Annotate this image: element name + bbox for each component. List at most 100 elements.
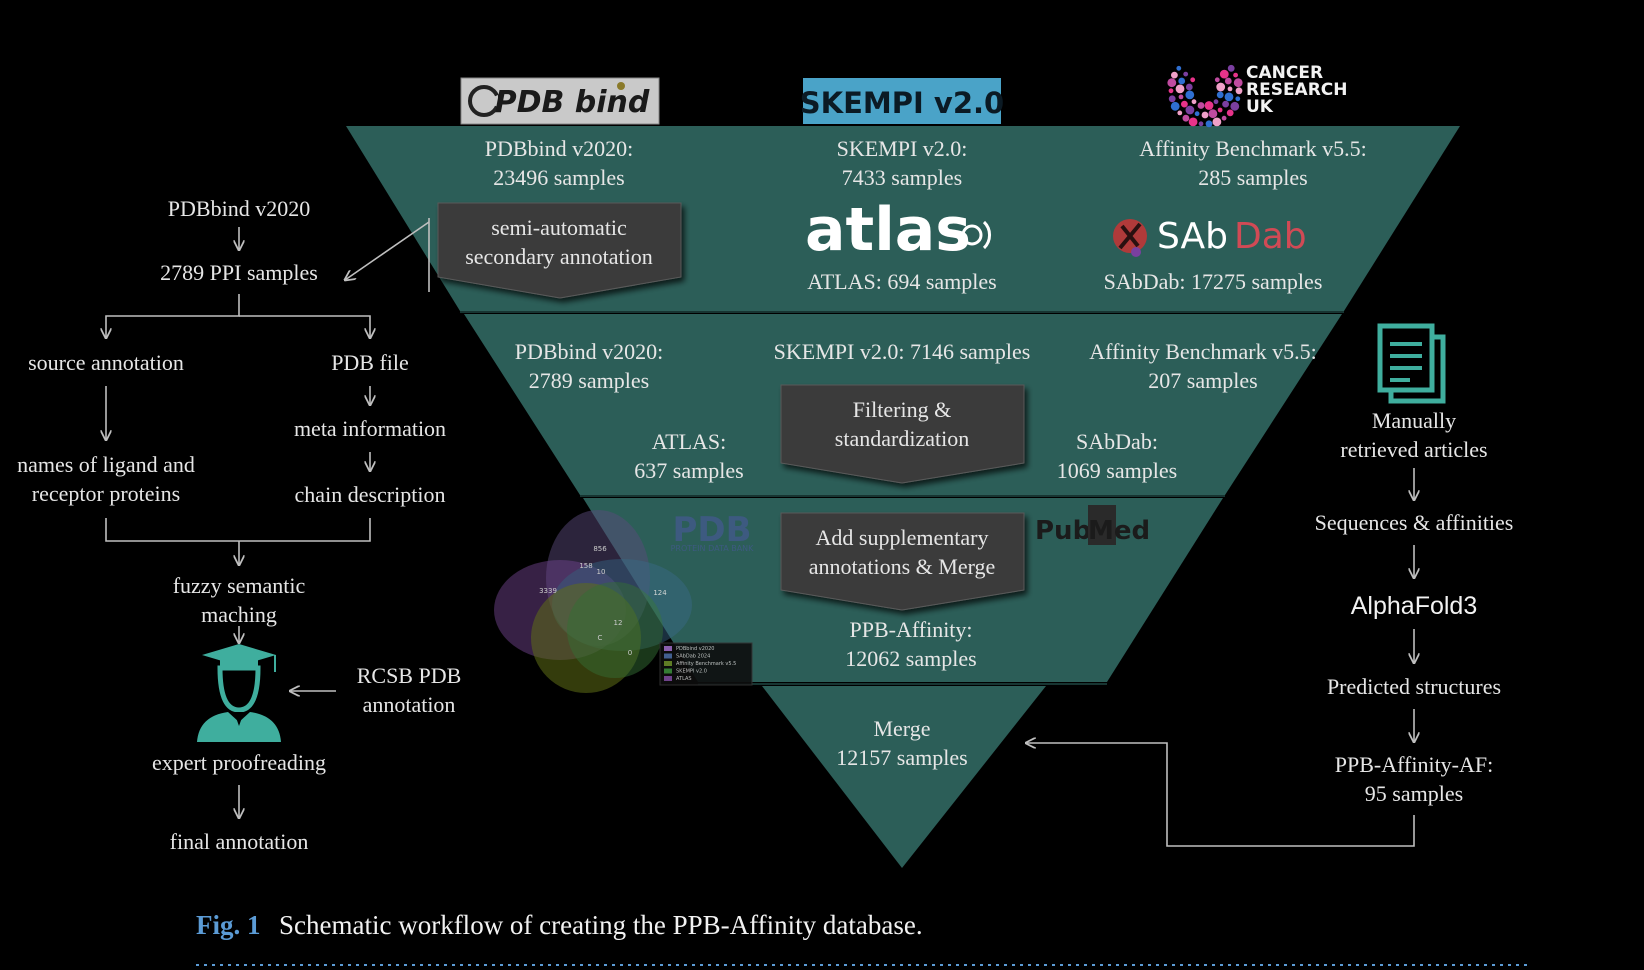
tier1-skempi-line-1: SKEMPI v2.0: bbox=[837, 136, 968, 161]
tier2-pdbbind-line-1: PDBbind v2020: bbox=[515, 339, 664, 364]
cancer-research-line-3: UK bbox=[1246, 97, 1274, 117]
tier1-sabdab-label: SAbDab: 17275 samples bbox=[1104, 269, 1323, 294]
cancer-research-dot bbox=[1177, 110, 1183, 116]
supplementary-box-line-2: annotations & Merge bbox=[809, 554, 996, 579]
cancer-research-dot bbox=[1213, 99, 1219, 105]
right-predicted: Predicted structures bbox=[1327, 674, 1501, 699]
cancer-research-dot bbox=[1183, 71, 1189, 77]
tier1-skempi-line-2: 7433 samples bbox=[842, 165, 962, 190]
cancer-research-c-icon bbox=[1167, 64, 1243, 128]
atlas-logo-text: atlas bbox=[805, 195, 971, 265]
cancer-research-dot bbox=[1170, 101, 1180, 111]
document-icon bbox=[1377, 323, 1446, 404]
split-connector bbox=[239, 315, 370, 338]
left-fuzzy-line-2: maching bbox=[201, 602, 277, 627]
left-ppi-samples: 2789 PPI samples bbox=[160, 260, 318, 285]
tier2-skempi-label: SKEMPI v2.0: 7146 samples bbox=[774, 339, 1031, 364]
cancer-research-dot bbox=[1168, 88, 1174, 94]
venn-legend-swatch bbox=[664, 661, 672, 666]
cancer-research-dot bbox=[1224, 92, 1234, 102]
left-meta-information: meta information bbox=[294, 416, 446, 441]
right-manual-line-2: retrieved articles bbox=[1340, 437, 1487, 462]
right-manual-line-1: Manually bbox=[1372, 408, 1456, 433]
cancer-research-dot bbox=[1227, 64, 1235, 72]
venn-label: 12 bbox=[614, 619, 623, 627]
cancer-research-dot bbox=[1219, 69, 1229, 79]
venn-legend-swatch bbox=[664, 646, 672, 651]
left-flow: PDBbind v2020 2789 PPI samples source an… bbox=[17, 196, 461, 854]
cancer-research-dot bbox=[1212, 117, 1222, 127]
tier-4-content: Merge 12157 samples bbox=[836, 716, 967, 770]
tier1-pdbbind-line-1: PDBbind v2020: bbox=[485, 136, 634, 161]
cancer-research-dot bbox=[1176, 65, 1182, 71]
cancer-research-dot bbox=[1194, 111, 1200, 117]
cancer-research-dot bbox=[1233, 72, 1238, 78]
cancer-research-logo: CANCER RESEARCH UK bbox=[1167, 63, 1348, 128]
cancer-research-dot bbox=[1167, 78, 1177, 88]
rcsb-pdb-logo-subtext: PROTEIN DATA BANK bbox=[671, 544, 755, 553]
ppb-affinity-line-2: 12062 samples bbox=[845, 646, 976, 671]
venn-label: 158 bbox=[579, 562, 592, 570]
merge-connector bbox=[105, 518, 371, 542]
tier2-sabdab-line-1: SAbDab: bbox=[1076, 429, 1158, 454]
left-names-line-2: receptor proteins bbox=[32, 481, 180, 506]
venn-label: C bbox=[598, 634, 603, 642]
tier2-sabdab-line-2: 1069 samples bbox=[1057, 458, 1177, 483]
venn-legend-label: ATLAS bbox=[676, 676, 692, 682]
venn-legend-label: SKEMPI v2.0 bbox=[676, 669, 707, 675]
sabdab-logo-text-a: SAb bbox=[1157, 216, 1228, 257]
arrow bbox=[345, 221, 430, 280]
caption-fig-label: Fig. 1 bbox=[196, 910, 261, 940]
cancer-research-dot bbox=[1181, 100, 1188, 108]
tier2-affinity-line-2: 207 samples bbox=[1148, 368, 1257, 393]
cancer-research-dot bbox=[1205, 120, 1213, 128]
cancer-research-dot bbox=[1235, 96, 1241, 102]
filtering-box bbox=[780, 384, 1025, 484]
left-chain-description: chain description bbox=[295, 482, 446, 507]
cancer-research-dot bbox=[1217, 107, 1223, 113]
cancer-research-dot bbox=[1182, 114, 1190, 122]
tier-1-content: PDBbind v2020: 23496 samples SKEMPI v2.0… bbox=[437, 136, 1367, 299]
cancer-research-dot bbox=[1188, 117, 1198, 127]
cancer-research-dot bbox=[1235, 87, 1243, 95]
pubmed-logo: Pub Med bbox=[1035, 505, 1150, 546]
venn-legend-label: SAbDab 2024 bbox=[676, 654, 710, 660]
filtering-box-line-2: standardization bbox=[835, 426, 969, 451]
ppb-affinity-line-1: PPB-Affinity: bbox=[849, 617, 972, 642]
venn-label: 3339 bbox=[539, 587, 557, 595]
funnel-tier-4 bbox=[762, 686, 1046, 868]
cancer-research-dot bbox=[1175, 84, 1185, 94]
cancer-research-dot bbox=[1214, 77, 1220, 83]
venn-legend-swatch bbox=[664, 668, 672, 674]
tier-2-content: PDBbind v2020: 2789 samples SKEMPI v2.0:… bbox=[515, 339, 1317, 484]
cancer-research-dot bbox=[1178, 77, 1186, 85]
cancer-research-dot bbox=[1216, 91, 1224, 99]
venn-label: 856 bbox=[593, 545, 607, 553]
venn-label: 124 bbox=[653, 589, 667, 597]
left-rcsb-line-1: RCSB PDB bbox=[357, 663, 462, 688]
skempi-logo-text: SKEMPI v2.0 bbox=[800, 86, 1004, 120]
left-source: PDBbind v2020 bbox=[168, 196, 310, 221]
cancer-research-dot bbox=[1178, 94, 1184, 100]
right-ppb-af-line-1: PPB-Affinity-AF: bbox=[1335, 752, 1494, 777]
tier2-atlas-line-2: 637 samples bbox=[634, 458, 743, 483]
cancer-research-dot bbox=[1185, 105, 1195, 115]
cancer-research-line-1: CANCER bbox=[1246, 63, 1323, 83]
left-source-annotation: source annotation bbox=[28, 350, 184, 375]
cancer-research-dot bbox=[1230, 101, 1240, 111]
merge-feedback-arrow bbox=[1026, 743, 1415, 847]
merge-line-2: 12157 samples bbox=[836, 745, 967, 770]
cancer-research-dot bbox=[1168, 95, 1176, 103]
cancer-research-dot bbox=[1224, 77, 1232, 85]
cancer-research-dot bbox=[1208, 109, 1218, 119]
cancer-research-dot bbox=[1221, 115, 1227, 121]
tier1-affinity-line-1: Affinity Benchmark v5.5: bbox=[1139, 136, 1367, 161]
cancer-research-dot bbox=[1171, 71, 1178, 79]
sabdab-logo-text-b: Dab bbox=[1234, 216, 1307, 257]
supplementary-box-line-1: Add supplementary bbox=[816, 525, 989, 550]
tier2-affinity-line-1: Affinity Benchmark v5.5: bbox=[1089, 339, 1317, 364]
